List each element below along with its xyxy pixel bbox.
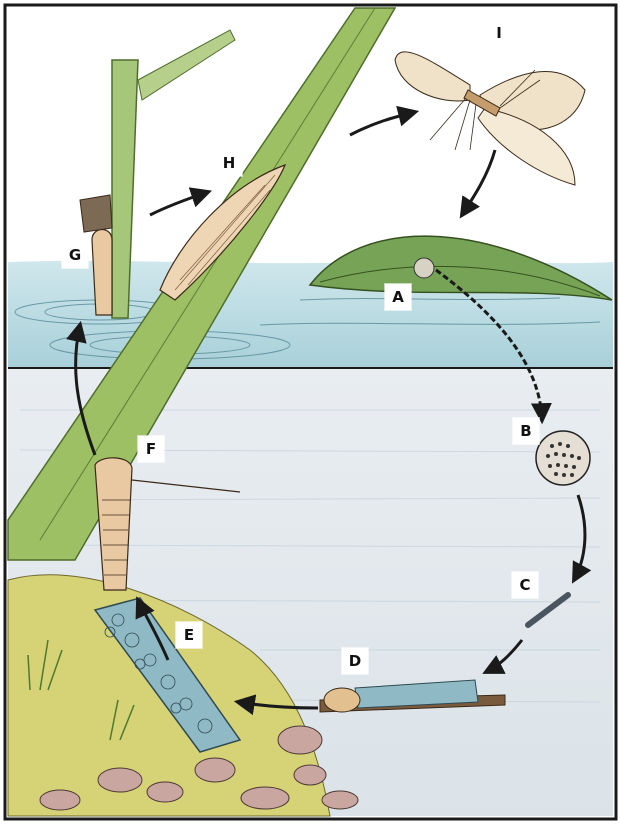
label-a: A — [385, 284, 411, 310]
label-g: G — [62, 242, 88, 268]
egg-mass-enlarged — [536, 431, 590, 485]
label-c: C — [512, 572, 538, 598]
label-e: E — [176, 622, 202, 648]
label-h: H — [216, 150, 242, 176]
label-i: I — [486, 20, 512, 46]
emerging-adult-wings — [80, 195, 112, 232]
label-d: D — [342, 648, 368, 674]
label-f: F — [138, 436, 164, 462]
label-b: B — [513, 418, 539, 444]
egg-mass-small — [414, 258, 434, 278]
larva-head — [324, 688, 360, 712]
emerging-adult — [92, 230, 112, 316]
